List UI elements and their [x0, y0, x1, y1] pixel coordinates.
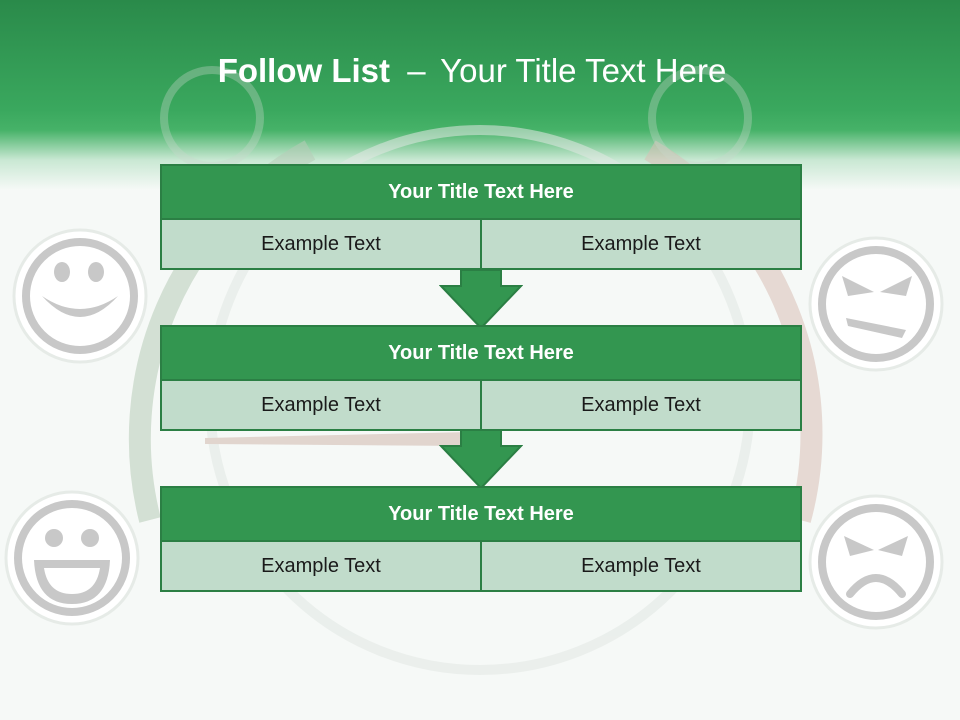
- step-cell-left-2: Example Text: [160, 381, 482, 431]
- step-title-2: Your Title Text Here: [160, 325, 802, 381]
- laugh-face-icon: [4, 490, 140, 626]
- step-row-2: Example Text Example Text: [160, 381, 802, 431]
- step-cell-right-1: Example Text: [482, 220, 802, 270]
- slide-title-bold: Follow List: [217, 52, 391, 89]
- step-row-1: Example Text Example Text: [160, 220, 802, 270]
- step-box-2: Your Title Text Here Example Text Exampl…: [160, 325, 802, 431]
- step-box-3: Your Title Text Here Example Text Exampl…: [160, 486, 802, 592]
- header-band: [0, 0, 960, 190]
- slide-title-rest: Your Title Text Here: [440, 52, 727, 89]
- step-box-1: Your Title Text Here Example Text Exampl…: [160, 164, 802, 270]
- angry-face-icon: [808, 494, 944, 630]
- step-cell-right-3: Example Text: [482, 542, 802, 592]
- step-cell-right-2: Example Text: [482, 381, 802, 431]
- arrow-down-icon: [439, 430, 523, 490]
- step-cell-left-1: Example Text: [160, 220, 482, 270]
- slide-title-separator: –: [407, 52, 426, 89]
- slide-title: Follow List – Your Title Text Here: [0, 52, 944, 90]
- smile-face-icon: [12, 228, 148, 364]
- step-row-3: Example Text Example Text: [160, 542, 802, 592]
- step-title-1: Your Title Text Here: [160, 164, 802, 220]
- step-title-3: Your Title Text Here: [160, 486, 802, 542]
- step-cell-left-3: Example Text: [160, 542, 482, 592]
- arrow-down-icon: [439, 270, 523, 330]
- annoyed-face-icon: [808, 236, 944, 372]
